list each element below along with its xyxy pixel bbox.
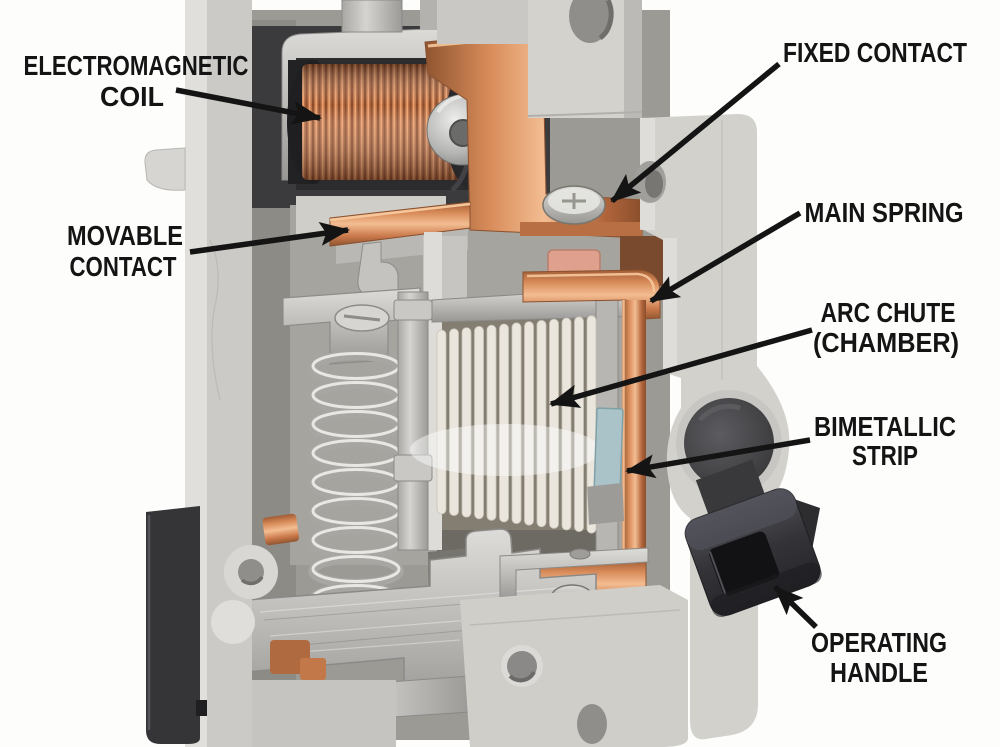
label-main-spring-line1: MAIN SPRING [805, 197, 964, 228]
arrow-arc-chute [549, 327, 813, 408]
din-rail-hook [144, 147, 186, 191]
arrow-fixed-contact [610, 61, 781, 204]
din-clip [146, 506, 207, 744]
label-electromagnetic-coil-line2: COIL [100, 81, 164, 112]
callout-labels: ELECTROMAGNETIC COIL FIXED CONTACT MOVAB… [24, 37, 968, 688]
label-movable-contact-line1: MOVABLE [67, 220, 183, 251]
arc-chute-fins [436, 315, 597, 534]
arrow-bimetallic-strip [625, 437, 811, 479]
label-fixed-contact-line1: FIXED CONTACT [783, 37, 967, 68]
breaker-housing [144, 0, 790, 747]
bottom-right-block [460, 585, 688, 747]
label-movable-contact-line2: CONTACT [70, 251, 177, 282]
label-operating-handle-line1: OPERATING [811, 627, 947, 658]
arrow-operating-handle [773, 585, 818, 629]
terminal-tab [341, 0, 403, 33]
label-electromagnetic-coil: ELECTROMAGNETIC COIL [24, 50, 249, 112]
label-bimetallic-strip-line1: BIMETALLIC [814, 411, 956, 442]
label-arc-chute-line1: ARC CHUTE [821, 297, 956, 328]
latch-bracket [282, 287, 421, 365]
base-screw-hole [507, 651, 537, 681]
arrow-main-spring [649, 210, 802, 304]
operating-handle-part [684, 459, 822, 618]
trip-lever-hook [357, 241, 399, 296]
label-movable-contact: MOVABLE CONTACT [67, 220, 183, 282]
label-fixed-contact: FIXED CONTACT [783, 37, 967, 68]
label-bimetallic-strip-line2: STRIP [852, 440, 918, 471]
top-right-block [527, 0, 643, 118]
label-electromagnetic-coil-line1: ELECTROMAGNETIC [24, 50, 249, 81]
left-boss-hole [238, 559, 264, 585]
label-arc-chute: ARC CHUTE (CHAMBER) [813, 297, 959, 358]
label-operating-handle: OPERATING HANDLE [811, 627, 947, 688]
label-bimetallic-strip: BIMETALLIC STRIP [814, 411, 956, 471]
base-oval-hole [577, 704, 607, 744]
callout-arrows [175, 61, 818, 629]
arrow-electromagnetic-coil [175, 87, 322, 125]
label-operating-handle-line2: HANDLE [830, 657, 928, 688]
label-main-spring: MAIN SPRING [805, 197, 964, 228]
mechanism-column [393, 232, 442, 551]
arrow-movable-contact [189, 221, 350, 255]
label-arc-chute-line2: (CHAMBER) [813, 327, 959, 358]
bimetallic-strip-part [587, 407, 625, 525]
top-screw-hole [569, 0, 611, 43]
bottom-left-bosses [211, 545, 278, 644]
arc-chute-part [410, 286, 653, 583]
